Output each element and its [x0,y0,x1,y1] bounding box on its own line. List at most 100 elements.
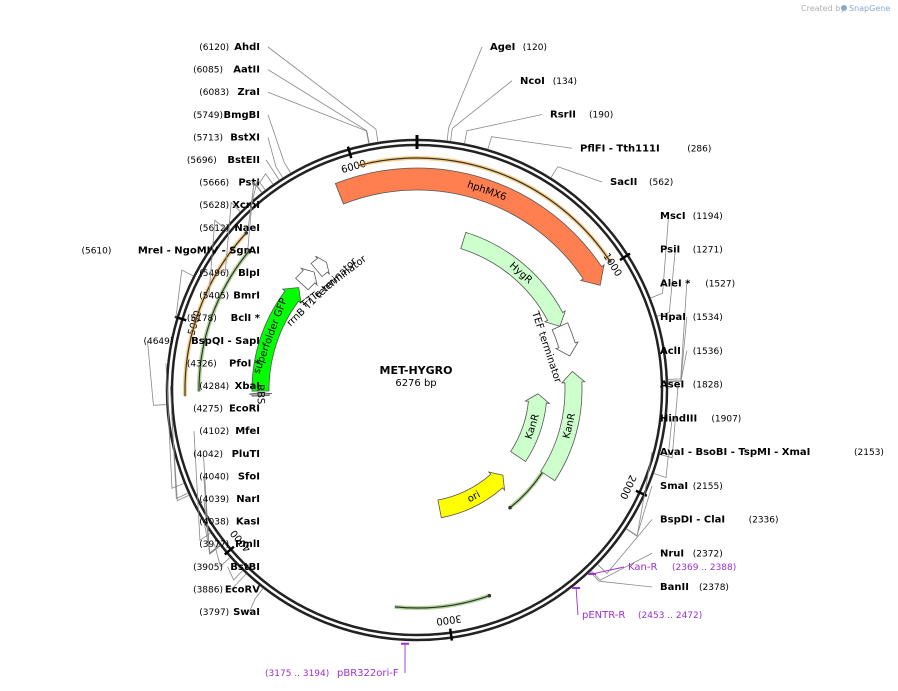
site-position: (562) [649,178,673,188]
restriction-site-alei[interactable]: AleI * (1527) [660,278,735,289]
site-leader-line [267,69,370,144]
site-name: AleI * [660,278,691,289]
restriction-site-psii[interactable]: PsiI(1271) [660,245,723,256]
restriction-site-pflfi[interactable]: PflFI - Tth111I(286) [580,143,711,154]
site-leader-line [208,219,226,296]
site-position: (120) [523,43,547,53]
site-leader-line [267,46,379,143]
restriction-site-xcmi[interactable]: XcmI(5628) [199,200,260,211]
restriction-site-ahdi[interactable]: AhdI(6120) [199,42,260,53]
feature-rrnb-t1-terminator[interactable] [295,267,318,291]
restriction-site-msci[interactable]: MscI(1194) [660,211,723,222]
primer-position: (3175 .. 3194) [265,669,329,679]
site-leader-line [446,46,483,141]
restriction-site-nari[interactable]: NarI(4039) [199,494,260,505]
site-leader-line [650,215,670,299]
site-position: (4039) [199,495,229,505]
site-leader-line [259,173,274,185]
restriction-site-swai[interactable]: SwaI(3797) [199,607,260,618]
orf-arc [358,157,611,262]
site-leader-line [653,418,673,479]
feature-rbs[interactable] [248,392,273,397]
restriction-site-mrei[interactable]: MreI - NgoMIV - SgrAI(5610) [81,245,260,256]
orf-arrowhead [487,593,492,598]
feature-superfolder-gfp[interactable] [251,287,302,392]
site-leader-line [464,114,543,144]
restriction-site-sacii[interactable]: SacII(562) [610,177,673,188]
feature-t7te-terminator[interactable] [310,255,330,278]
site-position: (5696) [187,156,217,166]
site-name: AseI [660,380,684,391]
site-position: (5496) [199,269,229,279]
restriction-site-banii[interactable]: BanII(2378) [660,582,729,593]
restriction-site-pfoi[interactable]: PfoI *(4326) [187,358,261,369]
ruler-tick [346,146,353,159]
site-position: (190) [589,111,613,121]
site-leader-line [656,249,676,317]
restriction-site-ecorv[interactable]: EcoRV(3886) [193,584,260,595]
restriction-site-ecori[interactable]: EcoRI(4275) [193,404,260,415]
restriction-site-bmgbi[interactable]: BmgBI(5749) [193,110,260,121]
primer-pbr322ori-f[interactable]: (3175 .. 3194)pBR322ori-F [265,668,399,679]
restriction-site-hindiii[interactable]: HindIII(1907) [660,413,741,424]
restriction-site-bsteii[interactable]: BstEII(5696) [187,155,260,166]
site-name: ZraI [237,87,260,98]
restriction-site-kasi[interactable]: KasI(4038) [199,517,260,528]
site-position: (6085) [193,66,223,76]
site-position: (4649) [143,337,173,347]
snapgene-logo-icon [841,5,847,11]
site-position: (5666) [199,179,229,189]
restriction-site-psti[interactable]: PstI(5666) [199,178,260,189]
restriction-site-bstbi[interactable]: BstBI(3905) [193,562,260,573]
restriction-site-ncoi[interactable]: NcoI(134) [520,76,577,87]
restriction-site-xbai[interactable]: XbaI(4284) [199,381,260,392]
restriction-site-rsrii[interactable]: RsrII(190) [550,110,613,121]
ruler-tick [635,489,648,497]
feature-hygr[interactable] [460,231,566,327]
feature-ori[interactable] [437,471,506,519]
site-leader-line [165,363,185,489]
restriction-site-acli[interactable]: AclI(1536) [660,346,723,357]
restriction-site-zrai[interactable]: ZraI (6083) [199,87,260,98]
restriction-site-bstxi[interactable]: BstXI(5713) [193,132,260,143]
site-name: MfeI [235,426,260,437]
restriction-site-mfei[interactable]: MfeI(4102) [199,426,260,437]
restriction-site-nrui[interactable]: NruI(2372) [660,548,723,559]
primer-kan-r[interactable]: Kan-R(2369 .. 2388) [628,562,736,573]
restriction-site-pluti[interactable]: PluTI(4042) [193,449,260,460]
primer-leader-line [592,566,625,575]
site-name: HindIII [660,413,697,424]
site-position: (3797) [199,608,229,618]
primer-pentr-r[interactable]: pENTR-R(2453 .. 2472) [582,610,702,621]
restriction-site-bmri[interactable]: BmrI(5405) [199,291,260,302]
feature-kanr[interactable] [510,393,551,462]
restriction-site-bcli[interactable]: BclI *(5178) [187,313,261,324]
restriction-site-bspdi[interactable]: BspDI - ClaI(2336) [660,515,779,526]
orf-arrowhead [608,259,612,263]
site-position: (5628) [199,201,229,211]
restriction-site-avai[interactable]: AvaI - BsoBI - TspMI - XmaI(2153) [660,447,884,458]
site-position: (6083) [199,88,229,98]
site-position: (1271) [693,246,723,256]
site-name: PmlI [235,539,260,550]
feature-hphmx6[interactable] [334,167,605,286]
restriction-site-aatii[interactable]: AatII(6085) [193,65,260,76]
restriction-site-blpi[interactable]: BlpI(5496) [199,268,260,279]
site-name: AhdI [234,42,260,53]
restriction-site-agei[interactable]: AgeI (120) [490,42,547,53]
site-leader-line [625,485,653,537]
restriction-site-smai[interactable]: SmaI(2155) [660,481,723,492]
restriction-site-bspqi[interactable]: BspQI - SapI(4649) [143,336,260,347]
site-name: AgeI [490,42,515,53]
feature-kanr[interactable] [540,370,586,482]
watermark-brand: SnapGene [849,4,890,13]
site-leader-line [147,340,167,406]
site-position: (1527) [705,279,735,289]
restriction-site-asei[interactable]: AseI(1828) [660,380,723,391]
restriction-site-pmli[interactable]: PmlI(3977) [199,539,260,550]
restriction-site-sfoi[interactable]: SfoI(4040) [199,471,260,482]
site-leader-line [597,519,653,574]
restriction-site-hpai[interactable]: HpaI(1534) [660,312,723,323]
feature-tef-terminator[interactable] [551,322,579,357]
